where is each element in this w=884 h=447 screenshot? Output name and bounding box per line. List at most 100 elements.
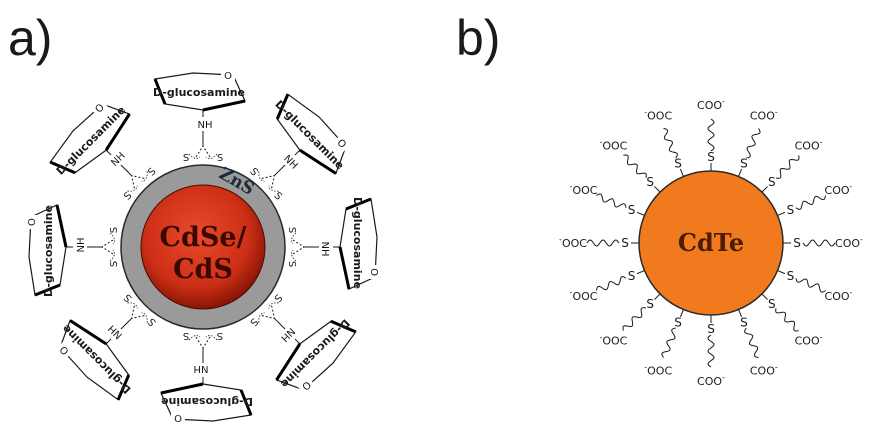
ring-oxygen-label: O: [27, 218, 38, 226]
ring-oxygen-gap: [171, 413, 185, 425]
alkyl-chain: [707, 118, 715, 152]
sulfur-label: S: [768, 175, 776, 189]
carboxylate-label: COO-: [750, 108, 778, 123]
sugar-ring-edge: [338, 246, 351, 290]
n-ring-bond: [294, 338, 301, 345]
surface-bond: [127, 171, 148, 192]
sugar-ring: [275, 320, 357, 391]
alkyl-chain: [595, 276, 627, 291]
sulfur-label: S: [271, 291, 283, 303]
sulfur-label: S: [707, 150, 715, 164]
sulfur-label: S: [286, 261, 297, 267]
cdte-label: CdTe: [678, 228, 744, 257]
ring-oxygen-gap: [221, 69, 235, 81]
carboxylate-label: -OOC: [599, 333, 627, 348]
carboxylate-label: COO-: [750, 362, 778, 377]
alkyl-chain: [707, 334, 715, 368]
sulfur-label: S: [646, 297, 654, 311]
c-n-bond: [274, 318, 286, 330]
carboxylate-label: -OOC: [570, 288, 598, 303]
sulfur-label: S: [271, 190, 283, 202]
dithiocarbamate-bond: [195, 145, 211, 158]
sugar-ring-edge: [34, 283, 61, 297]
sugar-ring-edge: [299, 148, 337, 175]
alkyl-chain: [663, 127, 678, 159]
sugar-ring-edge: [104, 113, 131, 151]
cd-s-bond: [636, 270, 645, 275]
surface-bond: [258, 302, 279, 323]
amine-label: NH: [76, 238, 87, 253]
cd-s-bond: [636, 211, 645, 216]
cd-s-bond: [761, 186, 768, 193]
cd-s-bond: [738, 309, 743, 318]
sugar-ring-edge: [116, 374, 131, 401]
sugar-label: D-glucosamine: [153, 86, 245, 99]
carboxylate-label: COO-: [825, 288, 853, 303]
dithiocarbamate-bond: [101, 239, 114, 255]
alkyl-chain: [623, 154, 647, 179]
sulfur-label: S: [674, 315, 682, 329]
sulfur-label: S: [628, 269, 636, 283]
amine-label: NH: [194, 363, 209, 374]
c-n-bond: [120, 164, 132, 176]
sugar-label: D-glucosamine: [161, 395, 253, 408]
sulfur-label: S: [217, 330, 223, 341]
ring-oxygen-gap: [333, 133, 352, 153]
n-ring-bond: [294, 149, 301, 156]
sugar-label: D-glucosamine: [351, 197, 364, 289]
cdte-core: [638, 170, 784, 316]
alkyl-chain: [622, 307, 647, 331]
alkyl-chain: [802, 239, 836, 247]
carboxylate-ligand: S -OOC: [599, 137, 661, 193]
ring-oxygen-gap: [369, 265, 381, 279]
sulfur-label: S: [247, 315, 259, 327]
ring-oxygen-gap: [297, 377, 317, 396]
sulfur-label: S: [122, 190, 134, 202]
sugar-ring-edge: [275, 343, 302, 381]
cd-s-bond: [679, 168, 684, 177]
surface-bond: [109, 232, 115, 262]
sulfur-label: S: [183, 153, 189, 164]
carboxylate-label: COO-: [795, 333, 823, 348]
carboxylate-ligand: S -OOC: [570, 269, 645, 303]
sugar-ring-edge: [239, 389, 253, 416]
panel-label-b: b): [456, 10, 500, 66]
dithiocarbamate-bond: [195, 336, 211, 349]
carboxylate-label: -OOC: [644, 362, 672, 377]
sulfur-label: S: [674, 157, 682, 171]
sugar-ring-edge: [49, 160, 76, 175]
carboxylate-ligand: S-OOC: [559, 235, 639, 250]
sugar-ring-edge: [55, 204, 68, 248]
sulfur-label: S: [628, 203, 636, 217]
carboxylate-label: COO-: [697, 97, 725, 112]
n-ring-bond: [105, 338, 112, 345]
ring-oxygen-label: O: [224, 71, 232, 82]
cd-s-bond: [679, 309, 684, 318]
sulfur-label: S: [646, 175, 654, 189]
amine-label: NH: [278, 325, 296, 343]
carboxylate-label: -OOC: [644, 108, 672, 123]
sugar-ring-edge: [160, 382, 204, 395]
ring-oxygen-gap: [89, 98, 109, 117]
surface-bond: [188, 335, 218, 341]
sugar-ring-edge: [153, 78, 167, 105]
ring-oxygen-gap: [25, 215, 37, 229]
panel-label-a: a): [8, 10, 52, 66]
sulfur-label: S: [109, 261, 120, 267]
carboxylate-ligand: S -OOC: [599, 293, 661, 348]
alkyl-chain: [596, 193, 627, 208]
sulfur-label: S: [146, 315, 158, 327]
surface-bond: [127, 302, 148, 323]
c-n-bond: [274, 164, 286, 176]
surface-bond: [258, 171, 279, 192]
alkyl-chain: [775, 307, 799, 332]
carboxylate-label: COO-: [835, 235, 863, 250]
sugar-ring-edge: [330, 319, 357, 334]
carboxylate-label: -OOC: [599, 137, 627, 152]
